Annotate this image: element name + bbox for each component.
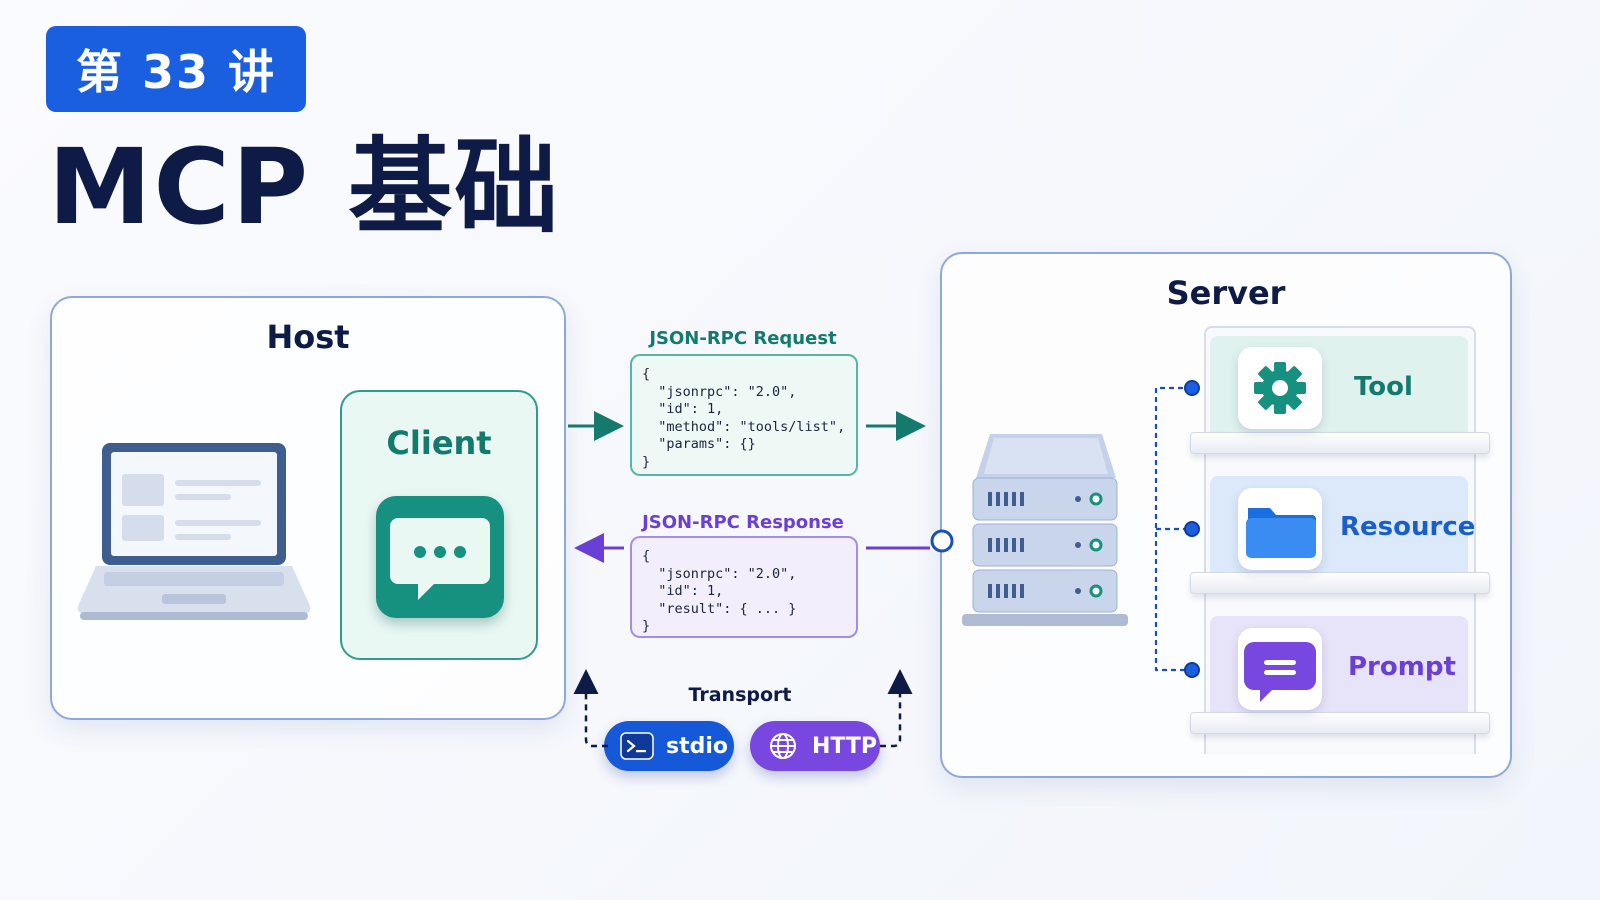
http-pill: HTTP <box>750 721 880 771</box>
prompt-bubble-icon <box>1238 628 1322 710</box>
shelf <box>1190 432 1490 454</box>
tool-label: Tool <box>1354 372 1413 402</box>
server-title: Server <box>1166 274 1286 312</box>
response-code: { "jsonrpc": "2.0", "id": 1, "result": {… <box>630 536 858 638</box>
shelf <box>1190 712 1490 734</box>
prompt-label: Prompt <box>1348 652 1456 682</box>
stdio-pill: stdio <box>604 721 734 771</box>
shelf <box>1190 572 1490 594</box>
page-title: MCP 基础 <box>48 126 561 248</box>
terminal-icon <box>620 732 654 760</box>
stdio-label: stdio <box>666 733 729 759</box>
response-label: JSON-RPC Response <box>642 512 844 533</box>
request-code: { "jsonrpc": "2.0", "id": 1, "method": "… <box>630 354 858 476</box>
gear-icon <box>1238 347 1322 429</box>
globe-icon <box>770 733 796 759</box>
resource-label: Resource <box>1340 512 1476 542</box>
chat-icon <box>376 496 504 618</box>
request-label: JSON-RPC Request <box>649 328 837 349</box>
http-label: HTTP <box>812 733 878 759</box>
server-rack-icon <box>962 434 1128 626</box>
host-title: Host <box>266 318 350 356</box>
transport-label: Transport <box>688 684 792 706</box>
laptop-icon <box>77 443 311 620</box>
client-label: Client <box>386 424 492 462</box>
client-card: Client <box>340 390 538 660</box>
folder-icon <box>1238 488 1322 570</box>
lecture-badge: 第 33 讲 <box>46 26 306 112</box>
